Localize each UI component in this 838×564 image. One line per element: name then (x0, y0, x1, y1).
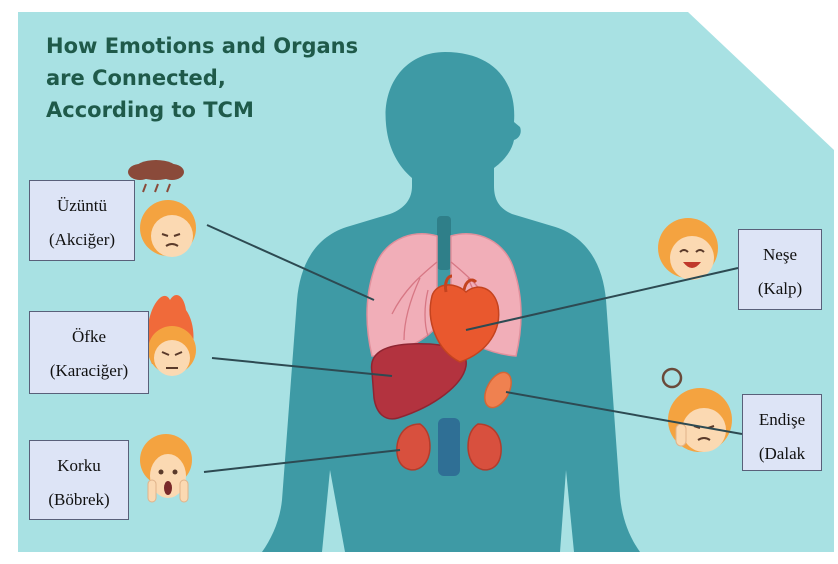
emotion-name: Neşe (763, 245, 797, 264)
connector-fear-kidneys (203, 449, 401, 473)
connector-anger-liver (211, 357, 393, 377)
emotion-name: Korku (57, 456, 101, 475)
heart (429, 274, 500, 363)
connector-sadness-lungs (206, 224, 375, 301)
diagram-title: How Emotions and Organs are Connected, A… (46, 30, 358, 126)
connector-lines (203, 224, 743, 473)
liver (370, 342, 467, 420)
fear-face-icon (140, 434, 192, 503)
label-worry: Endişe (Dalak (742, 394, 822, 471)
title-line-1: How Emotions and Organs (46, 34, 359, 58)
spleen (484, 371, 512, 409)
angry-face-icon (146, 295, 196, 376)
connector-worry-spleen (505, 391, 743, 435)
trachea (437, 216, 451, 270)
organ-name: (Karaciğer) (49, 361, 129, 380)
kidneys (396, 418, 502, 476)
label-sadness: Üzüntü (Akciğer) (29, 180, 135, 261)
emotion-name: Üzüntü (56, 196, 108, 215)
title-line-3: According to TCM (46, 98, 254, 122)
organ-name: (Dalak (758, 444, 806, 463)
worry-face-icon (661, 367, 732, 452)
organ-name: (Akciğer) (48, 230, 116, 249)
label-anger: Öfke (Karaciğer) (29, 311, 149, 394)
lungs (366, 233, 522, 357)
joy-face-icon (658, 218, 718, 280)
emotion-name: Endişe (758, 410, 806, 429)
organ-name: (Böbrek) (48, 490, 110, 509)
connector-joy-heart (465, 267, 739, 331)
label-fear: Korku (Böbrek) (29, 440, 129, 520)
label-joy: Neşe (Kalp) (738, 229, 822, 310)
organ-name: (Kalp) (757, 279, 803, 298)
sad-face-icon (128, 160, 196, 257)
emotion-name: Öfke (72, 327, 106, 346)
title-line-2: are Connected, (46, 66, 226, 90)
